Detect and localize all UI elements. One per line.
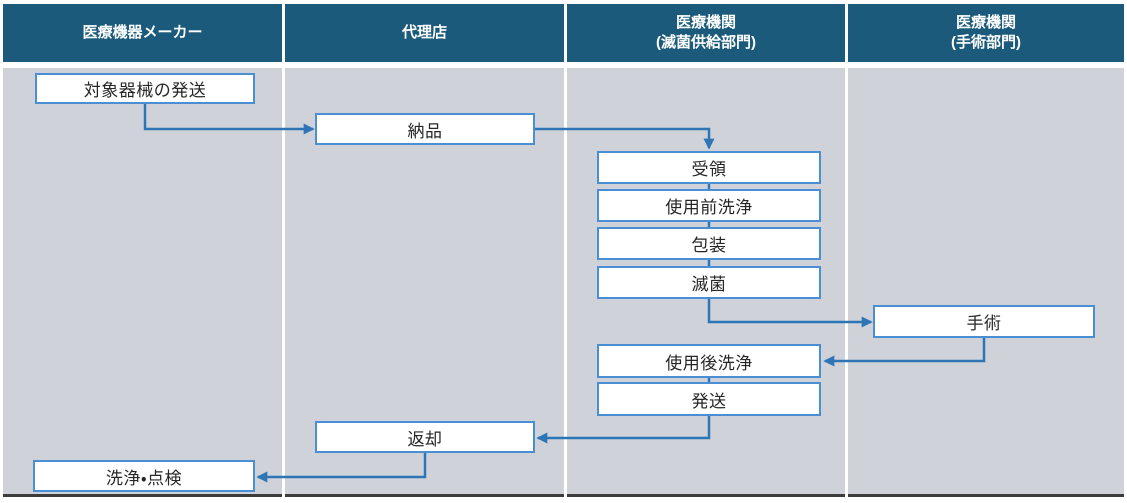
process-box-surgery: 手術 bbox=[873, 305, 1095, 338]
lane-header-sterile-supply: 医療機関 (滅菌供給部門) bbox=[567, 4, 845, 62]
process-box-delivery: 納品 bbox=[315, 113, 535, 145]
process-box-post-wash: 使用後洗浄 bbox=[597, 344, 821, 378]
lane-body-surgical-dept bbox=[848, 68, 1124, 497]
process-box-packaging: 包装 bbox=[597, 227, 821, 260]
lane-header-maker: 医療機器メーカー bbox=[3, 4, 282, 62]
process-box-pre-wash: 使用前洗浄 bbox=[597, 189, 821, 222]
lane-body-maker bbox=[3, 68, 282, 497]
process-box-return: 返却 bbox=[315, 421, 535, 453]
process-box-wash-inspect: 洗浄・点検 bbox=[33, 460, 255, 492]
lane-header-distributor: 代理店 bbox=[285, 4, 564, 62]
lane-header-surgical-dept: 医療機関 (手術部門) bbox=[848, 4, 1124, 62]
process-box-dispatch: 発送 bbox=[597, 382, 821, 416]
process-box-receive: 受領 bbox=[597, 151, 821, 184]
process-box-ship: 対象器械の発送 bbox=[35, 73, 255, 104]
process-box-sterilization: 滅菌 bbox=[597, 266, 821, 299]
